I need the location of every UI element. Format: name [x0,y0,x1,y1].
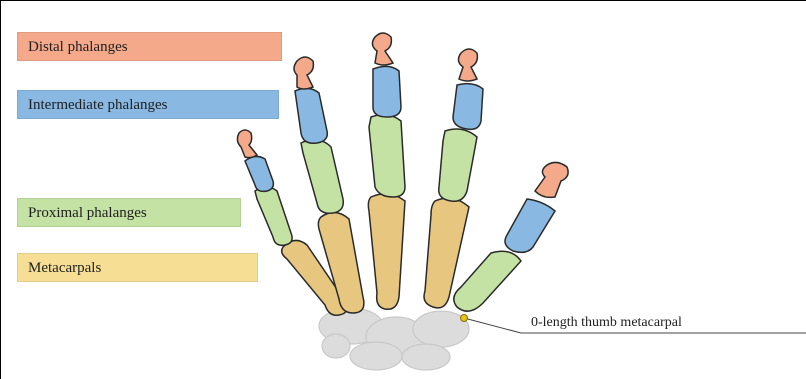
callout-thumb-metacarpal: 0-length thumb metacarpal [531,315,682,331]
intermediate-middle [373,66,401,117]
metacarpal-bones [282,194,469,315]
carpal-bones [319,308,469,370]
distal-thumb [535,162,568,197]
proximal-index [439,129,477,201]
proximal-thumb [454,251,521,311]
distal-index [458,49,477,81]
intermediate-little [245,156,273,191]
metacarpal-middle [368,194,405,309]
intermediate-ring [295,88,327,143]
distal-middle [372,33,393,65]
proximal-middle [369,115,405,197]
intermediate-index [453,84,483,130]
distal-little [237,130,257,158]
callout-line [464,318,521,333]
intermediate-thumb [505,199,555,252]
proximal-ring [301,140,343,213]
distal-ring [294,57,313,89]
proximal-little [255,187,292,245]
thumb-metacarpal-dot [461,315,468,322]
